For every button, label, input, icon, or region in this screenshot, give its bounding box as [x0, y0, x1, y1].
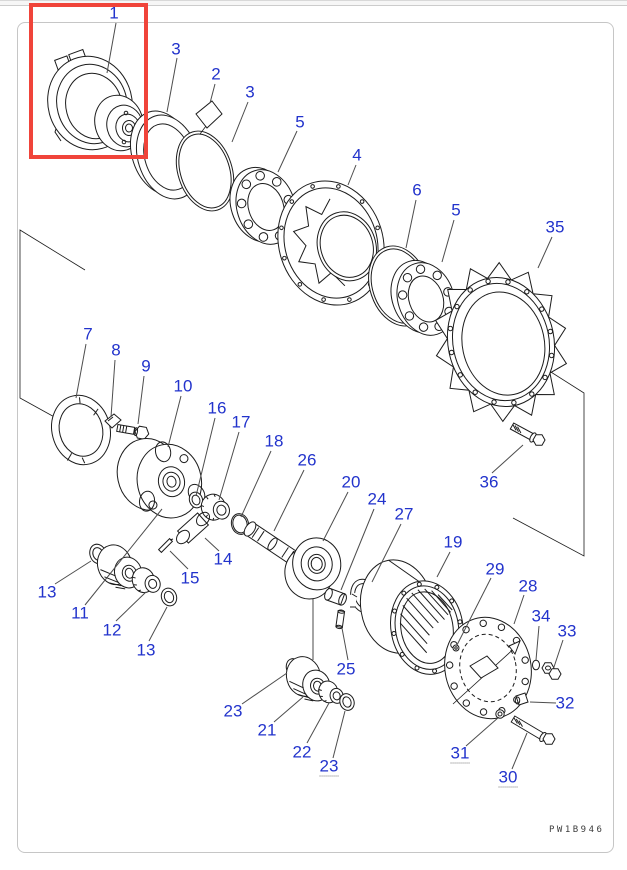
diagram-panel	[17, 22, 614, 853]
callout-36[interactable]: 36	[479, 472, 499, 492]
callout-6[interactable]: 6	[412, 180, 422, 200]
callout-30[interactable]: 30	[498, 767, 518, 788]
callout-24[interactable]: 24	[367, 489, 387, 509]
callout-9[interactable]: 9	[141, 356, 151, 376]
callout-26[interactable]: 26	[297, 450, 317, 470]
part-34-plug[interactable]	[533, 660, 540, 670]
part-13-washer-b[interactable]	[159, 586, 179, 608]
top-divider-bar	[0, 0, 627, 6]
part-23-washer-b[interactable]	[338, 692, 357, 713]
part-29-plug[interactable]	[453, 645, 459, 651]
callout-16[interactable]: 16	[207, 398, 227, 418]
callout-7[interactable]: 7	[83, 324, 93, 344]
part-14-shaft[interactable]	[174, 510, 212, 547]
part-1-motor-assembly[interactable]	[37, 47, 149, 160]
part-25-pin[interactable]	[336, 610, 345, 629]
part-24-bushing[interactable]	[323, 587, 348, 606]
part-3-ring-b[interactable]	[167, 124, 244, 219]
callout-11[interactable]: 11	[71, 603, 89, 623]
callout-13a[interactable]: 13	[37, 582, 57, 602]
part-4-ring-gear-hub[interactable]	[262, 167, 400, 319]
callout-13b[interactable]: 13	[136, 640, 156, 660]
part-30-bolt[interactable]	[511, 716, 555, 744]
callout-33[interactable]: 33	[557, 621, 577, 641]
callout-2[interactable]: 2	[211, 64, 221, 84]
callout-31[interactable]: 31	[450, 743, 470, 764]
callout-35[interactable]: 35	[545, 217, 565, 237]
callout-4[interactable]: 4	[352, 145, 362, 165]
callout-21[interactable]: 21	[257, 720, 277, 740]
selection-highlight-box	[29, 3, 148, 159]
part-19-ring-gear[interactable]	[353, 550, 470, 685]
part-2-seal-kit-symbol[interactable]	[196, 101, 222, 134]
callout-25[interactable]: 25	[336, 659, 356, 679]
callout-18[interactable]: 18	[264, 431, 284, 451]
part-15-pin[interactable]	[159, 539, 173, 553]
callout-23b[interactable]: 23	[319, 756, 339, 777]
callout-17[interactable]: 17	[231, 412, 251, 432]
callout-23a[interactable]: 23	[223, 701, 243, 721]
part-20-coupling[interactable]	[280, 535, 345, 602]
callout-32[interactable]: 32	[555, 693, 575, 713]
part-31-nut[interactable]	[496, 710, 504, 718]
kit-bracket-right	[513, 367, 584, 556]
callout-19[interactable]: 19	[443, 532, 463, 552]
cover-arrow-symbol	[453, 641, 520, 704]
part-32-plug[interactable]	[515, 693, 528, 705]
drawing-code: PW1B946	[549, 825, 605, 835]
leader-lines	[55, 23, 563, 769]
part-9-bolt[interactable]	[116, 422, 150, 439]
part-10-carrier[interactable]	[111, 428, 211, 528]
callout-3b[interactable]: 3	[245, 82, 255, 102]
callout-28[interactable]: 28	[518, 576, 538, 596]
part-7-ring[interactable]	[44, 389, 118, 472]
callout-1[interactable]: 1	[109, 3, 119, 23]
callout-14[interactable]: 14	[213, 549, 233, 569]
callout-3a[interactable]: 3	[171, 39, 181, 59]
callout-29[interactable]: 29	[485, 559, 505, 579]
callout-5a[interactable]: 5	[295, 112, 305, 132]
callout-12[interactable]: 12	[102, 620, 122, 640]
callout-20[interactable]: 20	[341, 472, 361, 492]
callout-27[interactable]: 27	[394, 504, 414, 524]
kit-bracket-left	[20, 230, 85, 419]
part-12-gear[interactable]	[129, 564, 162, 597]
part-16-washer[interactable]	[187, 490, 205, 509]
part-17-gear[interactable]	[198, 491, 231, 524]
callout-10[interactable]: 10	[173, 376, 193, 396]
part-36-bolt[interactable]	[510, 423, 545, 445]
callout-5b[interactable]: 5	[451, 200, 461, 220]
part-33-nut[interactable]	[542, 663, 561, 679]
part-5-bearing-b[interactable]	[382, 251, 464, 344]
callout-34[interactable]: 34	[531, 606, 551, 626]
callout-8[interactable]: 8	[111, 340, 121, 360]
callout-22[interactable]: 22	[292, 742, 312, 762]
callout-15[interactable]: 15	[180, 568, 200, 588]
part-35-sprocket[interactable]	[420, 252, 582, 432]
